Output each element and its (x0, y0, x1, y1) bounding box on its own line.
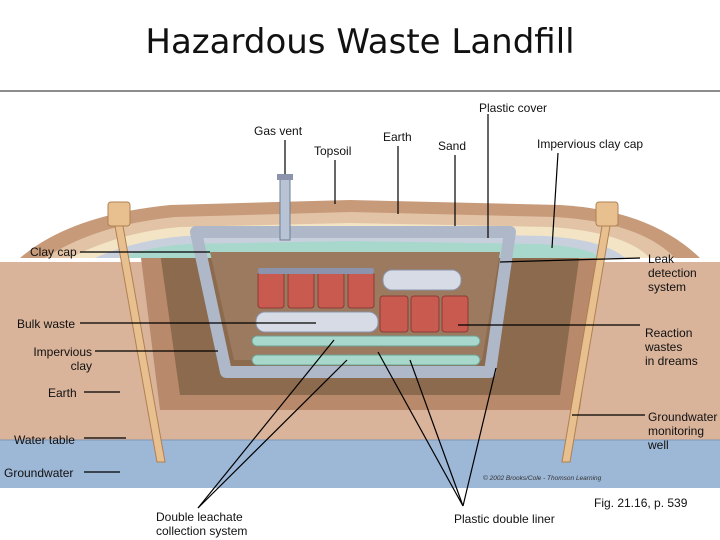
label-sand: Sand (438, 139, 467, 153)
title-divider (0, 90, 720, 92)
label-earth-top: Earth (383, 130, 412, 144)
leader-double-leachate-a (197, 339, 335, 509)
label-leak-detection-system: Leak detection system (648, 252, 697, 294)
label-impervious-clay: Impervious clay (26, 345, 92, 373)
reaction-waste-tank (382, 269, 462, 291)
bulk-waste-drums (257, 271, 375, 309)
label-leak-detection-line3: system (648, 280, 687, 294)
label-plastic-cover: Plastic cover (479, 101, 548, 115)
label-reaction-wastes-line2: wastes (645, 340, 683, 354)
label-impervious-clay-line1: Impervious (33, 345, 92, 359)
label-plastic-double-liner: Plastic double liner (454, 512, 555, 526)
label-groundwater-monitoring-well: Groundwater monitoring well (648, 410, 717, 452)
label-groundwater-monitoring-line1: Groundwater (648, 410, 718, 424)
label-topsoil: Topsoil (314, 144, 352, 158)
gas-vent-cap (277, 174, 293, 180)
reaction-waste-drums (379, 295, 469, 333)
label-clay-cap: Clay cap (30, 245, 77, 259)
leachate-pipe-upper (251, 335, 481, 347)
gas-vent-pipe (279, 177, 291, 241)
figure-credit: © 2002 Brooks/Cole - Thomson Learning (483, 475, 602, 482)
leader-lines (80, 114, 645, 509)
groundwater-zone (0, 440, 720, 488)
leader-leak-detection (499, 257, 641, 263)
label-impervious-clay-line2: clay (70, 359, 92, 373)
label-leak-detection-line2: detection (648, 266, 697, 280)
leader-liner-c (462, 367, 497, 507)
monitoring-well-left-pipe (114, 225, 166, 463)
leader-liner-b (377, 351, 464, 507)
leader-impervious-clay-cap (551, 152, 559, 249)
label-reaction-wastes: Reaction wastes in dreams (645, 326, 698, 368)
label-groundwater-monitoring-line2: monitoring (648, 424, 705, 438)
monitoring-well-left-cap (107, 201, 131, 227)
label-double-leachate-collection-system: Double leachate collection system (156, 510, 247, 538)
monitoring-well-right-pipe (561, 225, 611, 463)
plastic-double-liner (190, 226, 516, 378)
label-figure-reference: Fig. 21.16, p. 539 (594, 496, 688, 510)
leachate-pipe-lower (251, 354, 481, 366)
label-reaction-wastes-line1: Reaction (645, 326, 693, 340)
label-leak-detection-line1: Leak (648, 252, 675, 266)
label-reaction-wastes-line3: in dreams (645, 354, 698, 368)
leader-double-leachate-b (197, 359, 348, 509)
label-groundwater-monitoring-line3: well (648, 438, 669, 452)
leader-liner-a (409, 359, 464, 507)
label-impervious-clay-cap: Impervious clay cap (537, 137, 644, 151)
label-earth-left: Earth (48, 386, 77, 400)
label-double-leachate-line1: Double leachate (156, 510, 243, 524)
label-groundwater: Groundwater (4, 466, 74, 480)
label-water-table: Water table (14, 433, 75, 447)
page-title: Hazardous Waste Landfill (145, 22, 575, 62)
bulk-waste-drum-tops (258, 268, 374, 274)
bulk-waste-tank (255, 311, 379, 333)
label-gas-vent: Gas vent (254, 124, 303, 138)
label-double-leachate-line2: collection system (156, 524, 248, 538)
label-bulk-waste: Bulk waste (17, 317, 76, 331)
monitoring-well-right-cap (595, 201, 619, 227)
